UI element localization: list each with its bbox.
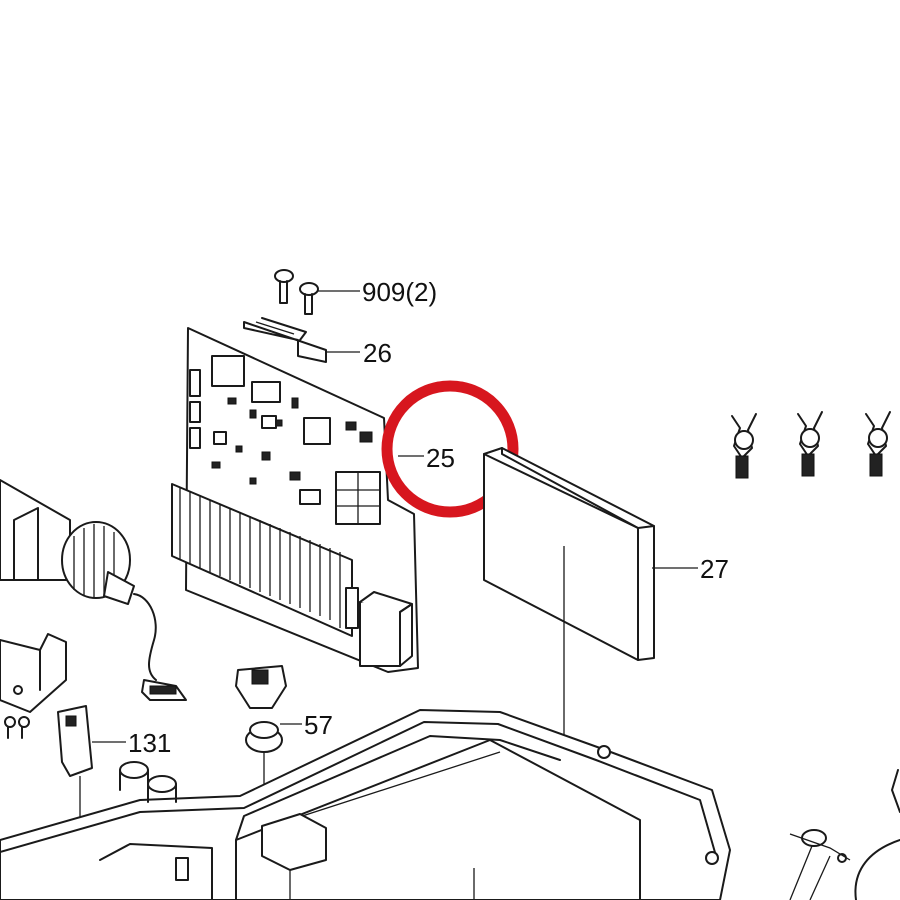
callout-27[interactable]: 27 — [700, 554, 729, 584]
connector-plug[interactable] — [141, 679, 187, 701]
circuit-board-25[interactable] — [171, 327, 419, 673]
callout-25[interactable]: 25 — [426, 443, 455, 473]
sensor-131[interactable] — [57, 705, 93, 900]
screw-909-a[interactable] — [274, 269, 294, 304]
screw-909-b[interactable] — [299, 282, 319, 315]
cable-clip-3[interactable] — [865, 411, 891, 477]
highlight-circle — [381, 380, 519, 518]
callout-131[interactable]: 131 — [128, 728, 171, 758]
callout-909[interactable]: 909(2) — [362, 277, 437, 307]
gasket-ring-partial[interactable] — [789, 769, 900, 900]
cable-clip-1[interactable] — [731, 413, 757, 479]
housing-base[interactable] — [0, 709, 731, 900]
motor-bracket[interactable] — [0, 633, 67, 713]
bracket-26[interactable] — [243, 317, 327, 363]
callout-26[interactable]: 26 — [363, 338, 392, 368]
cable-clip-2[interactable] — [797, 411, 823, 477]
panel-27[interactable] — [483, 447, 655, 661]
small-screws[interactable] — [4, 716, 30, 739]
motor-assembly[interactable] — [0, 479, 157, 681]
callout-57[interactable]: 57 — [304, 710, 333, 740]
